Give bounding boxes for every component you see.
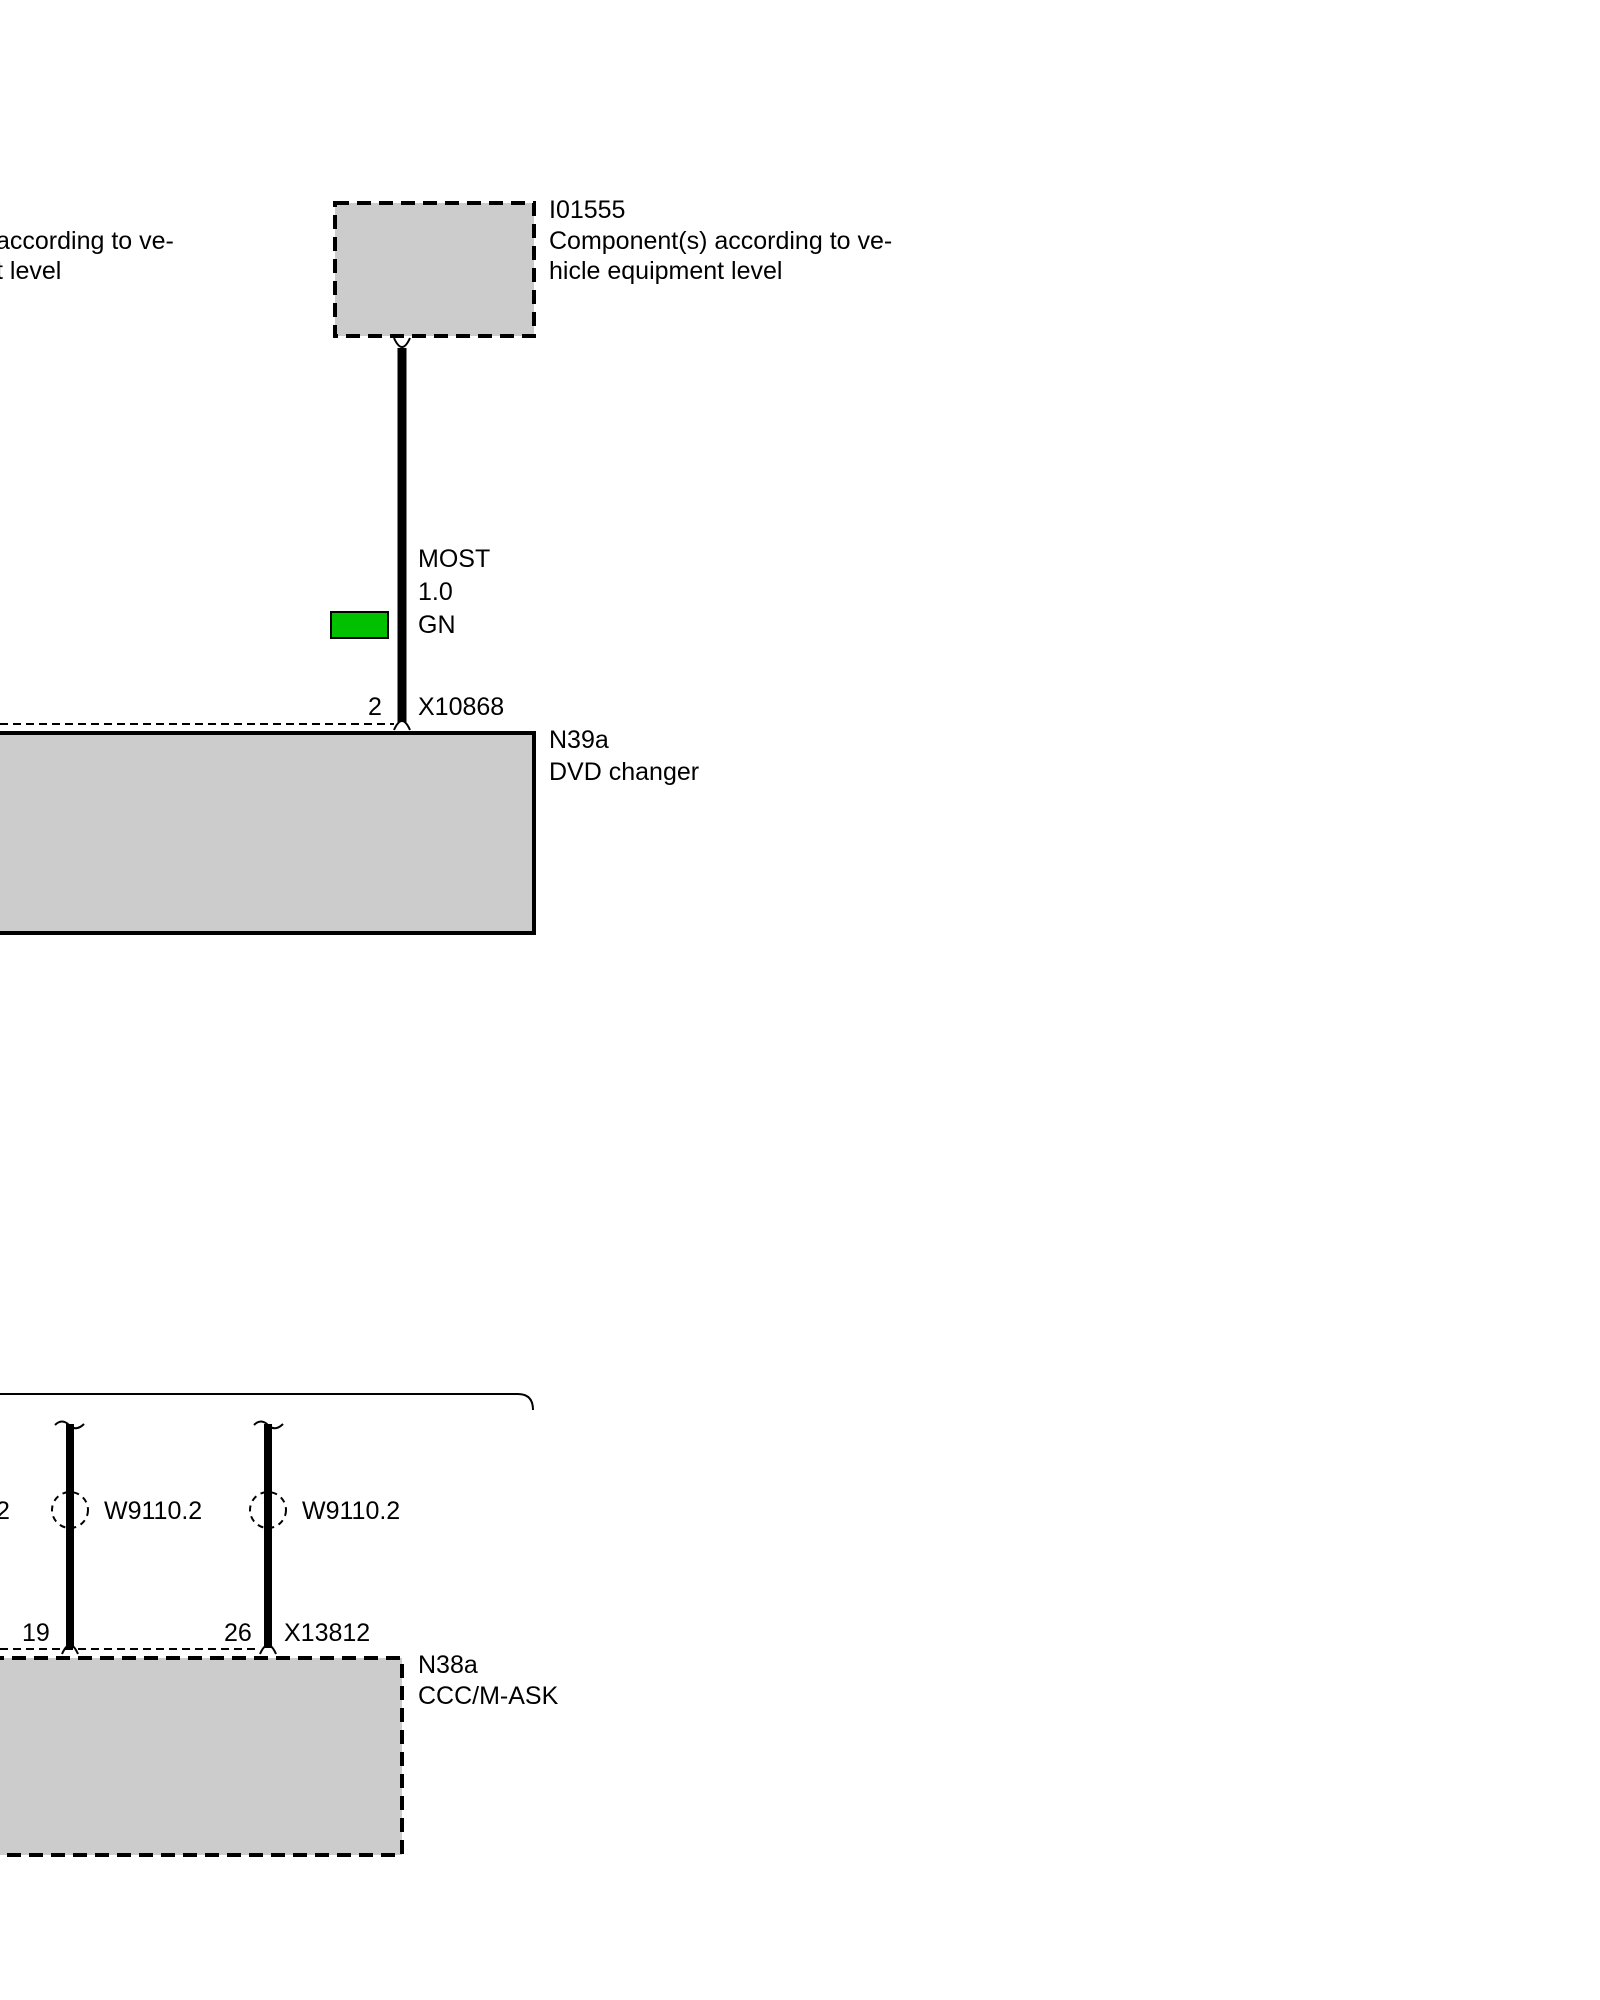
connector-x10868-label: X10868 <box>418 693 504 721</box>
wire-color-swatch <box>330 611 389 639</box>
shield-symbol-1 <box>51 1491 89 1529</box>
pin-26-label: 26 <box>224 1619 252 1647</box>
partial-shield-label: 2 <box>0 1497 10 1525</box>
component-n38a-id: N38a <box>418 1651 478 1679</box>
partial-component-label-line2: t level <box>0 257 61 285</box>
connector-pin-symbol <box>393 720 411 731</box>
shield-label-2: W9110.2 <box>302 1497 400 1525</box>
component-i01555-desc-line1: Component(s) according to ve- <box>549 227 892 255</box>
connector-pin-symbol-19 <box>61 1644 79 1655</box>
wire-cross-section-label: 1.0 <box>418 578 453 606</box>
connector-x13812-label: X13812 <box>284 1619 370 1647</box>
component-n39a-name: DVD changer <box>549 758 699 786</box>
component-n39a-id: N39a <box>549 726 609 754</box>
component-i01555-desc-line2: hicle equipment level <box>549 257 782 285</box>
component-n38a-box <box>0 1656 404 1857</box>
harness-bracket <box>0 1393 534 1411</box>
component-i01555-id: I01555 <box>549 196 625 224</box>
connector-pin-symbol-26 <box>259 1644 277 1655</box>
wire-color-code-label: GN <box>418 611 456 639</box>
partial-component-label-line1: according to ve- <box>0 227 174 255</box>
shield-label-1: W9110.2 <box>104 1497 202 1525</box>
component-n38a-name: CCC/M-ASK <box>418 1682 559 1710</box>
pin-number-label: 2 <box>368 693 382 721</box>
component-i01555-box <box>333 201 536 338</box>
connector-symbol-top <box>393 337 411 348</box>
shield-symbol-2 <box>249 1491 287 1529</box>
component-n39a-box <box>0 731 536 935</box>
pin-19-label: 19 <box>22 1619 50 1647</box>
wire-bus-label: MOST <box>418 545 490 573</box>
